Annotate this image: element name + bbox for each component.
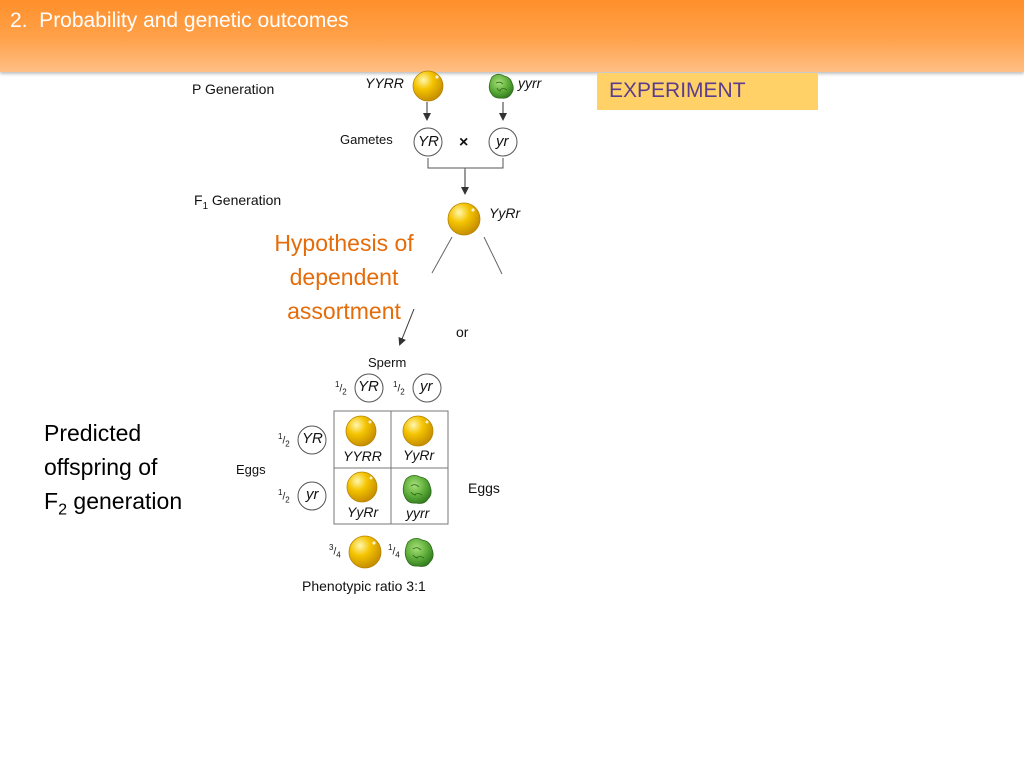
arrow-to-punnett (398, 308, 415, 346)
cell-1-yellow-round-seed (345, 415, 377, 447)
f1-genotype: YyRr (489, 205, 521, 221)
gamete-green-circle (488, 127, 518, 157)
cell-2-genotype: YyRr (403, 447, 435, 463)
egg-2-fraction: 1/2 (278, 488, 290, 505)
experiment-box: EXPERIMENT (597, 73, 818, 110)
sperm-1-fraction: 1/2 (335, 380, 347, 397)
phenotypic-ratio-label: Phenotypic ratio 3:1 (302, 578, 426, 594)
p-yellow-genotype: YYRR (365, 75, 404, 91)
sperm-circle-1 (354, 373, 384, 403)
cell-4-green-wrinkled-seed (402, 475, 432, 504)
cell-3-genotype: YyRr (347, 504, 379, 520)
cross-symbol: × (459, 134, 469, 151)
f1-yellow-round-seed (447, 202, 481, 236)
gamete-yellow-allele: YR (418, 133, 439, 150)
p-green-wrinkled-seed (488, 73, 514, 99)
sperm-label: Sperm (368, 355, 407, 370)
gametes-label: Gametes (340, 132, 393, 147)
cell-2-yellow-round-seed (402, 415, 434, 447)
branch-left (431, 236, 453, 274)
egg-1-allele: YR (302, 430, 323, 447)
eggs-label-left: Eggs (236, 462, 266, 477)
cell-1-genotype: YYRR (343, 448, 382, 464)
f1-generation-label: F1 Generation (194, 192, 282, 212)
sperm-1-allele: YR (358, 378, 379, 395)
hypothesis-label: Hypothesis of dependent assortment (274, 230, 414, 324)
branch-right (483, 236, 503, 275)
sperm-circle-2 (412, 373, 442, 403)
p-yellow-round-seed (412, 70, 444, 102)
phenotype-yellow-round-seed (348, 535, 382, 569)
sperm-2-fraction: 1/2 (393, 380, 405, 397)
gamete-yellow-circle (413, 127, 443, 157)
egg-circle-2 (297, 481, 327, 511)
p-green-genotype: yyrr (518, 75, 542, 91)
eggs-label-right: Eggs (468, 480, 500, 496)
or-label: or (456, 324, 469, 340)
egg-1-fraction: 1/2 (278, 432, 290, 449)
phenotype-green-fraction: 1/4 (388, 543, 400, 560)
p-generation-label: P Generation (192, 81, 275, 97)
slide-header: 2. Probability and genetic outcomes (0, 0, 1024, 72)
experiment-label: EXPERIMENT (609, 79, 746, 102)
cell-3-yellow-round-seed (346, 471, 378, 503)
predicted-offspring-label: Predicted offspring of F2 generation (44, 420, 183, 519)
phenotype-yellow-fraction: 3/4 (329, 543, 341, 560)
sperm-2-allele: yr (420, 378, 433, 395)
slide-title: 2. Probability and genetic outcomes (10, 9, 349, 32)
egg-circle-1 (297, 425, 327, 455)
gamete-green-allele: yr (496, 133, 509, 150)
cell-4-genotype: yyrr (406, 505, 430, 521)
egg-2-allele: yr (306, 486, 319, 503)
phenotype-green-wrinkled-seed (404, 538, 434, 567)
